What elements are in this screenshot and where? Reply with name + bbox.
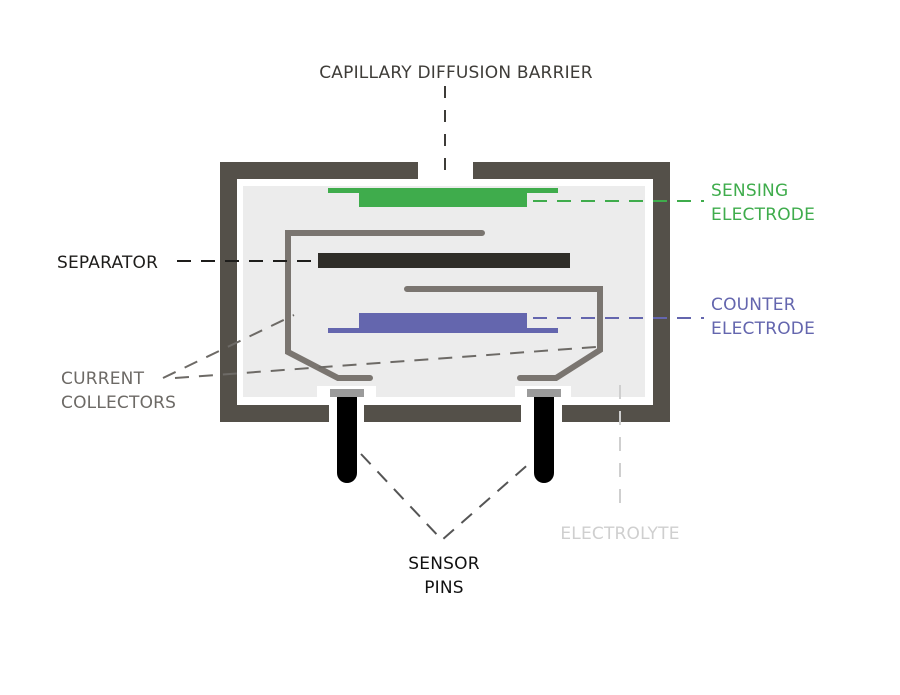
housing-top-right [473, 162, 670, 179]
label-electrolyte: ELECTROLYTE [560, 524, 679, 544]
label-sensing-electrode-line1: SENSING [711, 181, 788, 201]
housing [220, 162, 670, 422]
current-collector-right [404, 286, 603, 381]
pin-cap-right [527, 389, 561, 397]
collectors-leader-upper [162, 314, 295, 379]
counter-electrode [328, 313, 558, 333]
housing-top-left [220, 162, 418, 179]
label-sensor-pins-line2: PINS [424, 578, 464, 598]
pin-cap-left [330, 389, 364, 397]
housing-bottom-mid [364, 405, 521, 422]
label-counter-electrode-line1: COUNTER [711, 295, 796, 315]
separator [318, 253, 570, 268]
label-current-collectors-line2: COLLECTORS [61, 393, 176, 413]
current-collector-left [285, 230, 485, 381]
label-sensing-electrode-line2: ELECTRODE [711, 205, 815, 225]
label-sensor-pins-line1: SENSOR [408, 554, 479, 574]
sensing-electrode [328, 188, 558, 207]
housing-right-wall [653, 162, 670, 422]
sensor-pin-right [534, 397, 554, 483]
pins-leader [360, 453, 533, 542]
sensor-pin-left [337, 397, 357, 483]
label-current-collectors-line1: CURRENT [61, 369, 145, 389]
housing-left-wall [220, 162, 237, 422]
housing-bottom-left [220, 405, 329, 422]
housing-bottom-right [562, 405, 670, 422]
label-capillary-diffusion-barrier: CAPILLARY DIFFUSION BARRIER [319, 63, 593, 83]
sensing-electrode-body [359, 188, 527, 207]
label-separator: SEPARATOR [57, 253, 158, 273]
counter-electrode-base [328, 328, 558, 333]
label-counter-electrode-line2: ELECTRODE [711, 319, 815, 339]
